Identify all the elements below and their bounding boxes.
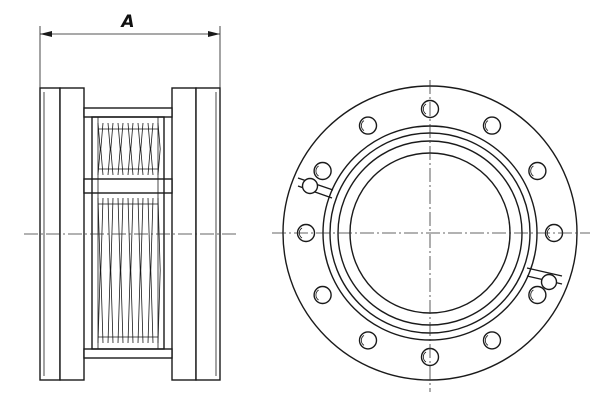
bolt-hole-5-shade (530, 289, 534, 301)
arrowhead-right (208, 31, 220, 37)
bellows-sleeve (91, 116, 165, 350)
bellows-upper-fold-7 (130, 122, 134, 176)
bellows-lower-fold-10 (147, 197, 151, 344)
side-view (272, 80, 590, 392)
bottom-guide-bar (83, 348, 173, 359)
bolt-hole-3-shade (530, 165, 534, 177)
bellows-upper-fold-9 (140, 122, 144, 176)
bolt-hole-2 (482, 116, 502, 135)
bellows-upper-fold-1 (100, 122, 104, 176)
front-view (24, 87, 236, 381)
bellows-lower-fold-5 (120, 197, 124, 344)
bellows-upper-fold-5 (120, 122, 124, 176)
bellows-upper-convolutions (97, 122, 161, 176)
bellows-upper-fold-10 (147, 122, 151, 176)
bolt-hole-3 (528, 161, 547, 181)
bolt-hole-2-shade (484, 120, 489, 131)
arrowhead-left (40, 31, 52, 37)
bolt-hole-9-shade (315, 289, 319, 301)
bellows-lower-fold-8 (137, 197, 141, 344)
bolt-hole-pattern (296, 99, 564, 367)
bellows-lower-fold-1 (100, 197, 104, 344)
bellows-upper-fold-11 (150, 122, 154, 176)
bolt-hole-1-shade (422, 103, 427, 115)
bolt-hole-11 (313, 161, 332, 181)
bolt-hole-12-shade (360, 120, 365, 131)
leak-check-port-1 (301, 177, 319, 195)
leak-groove-right-a (526, 267, 563, 277)
dimension-a: A (39, 12, 221, 88)
bellows-lower-fold-12 (157, 197, 161, 344)
bolt-hole-6-shade (484, 335, 489, 346)
bellows-upper-fold-3 (110, 122, 114, 176)
bellows-lower-fold-2 (107, 197, 111, 344)
top-guide-bar (83, 107, 173, 118)
bolt-hole-8-shade (360, 335, 365, 346)
bellows-upper-fold-6 (127, 122, 131, 176)
bolt-hole-8 (358, 331, 378, 350)
bolt-hole-6 (482, 331, 502, 350)
dimension-label: A (119, 12, 134, 32)
bellows-upper-fold-4 (117, 122, 121, 176)
bellows-upper-fold-0 (97, 122, 101, 176)
bellows-lower-convolutions (97, 197, 161, 344)
bellows-lower-fold-9 (140, 197, 144, 344)
bellows-lower-fold-3 (110, 197, 114, 344)
bellows-upper-fold-2 (107, 122, 111, 176)
bellows-upper-fold-12 (157, 122, 161, 176)
bellows-lower-fold-0 (97, 197, 101, 344)
bellows-lower-fold-6 (127, 197, 131, 344)
bolt-hole-12 (358, 116, 378, 135)
bolt-hole-7-shade (422, 351, 427, 363)
leak-check-port-2 (540, 273, 558, 291)
bolt-hole-11-shade (315, 165, 319, 177)
bellows-lower-fold-7 (130, 197, 134, 344)
middle-guide-ring (83, 178, 173, 194)
bellows-lower-fold-11 (150, 197, 154, 344)
bolt-hole-9 (313, 285, 332, 305)
bellows-upper-fold-8 (137, 122, 141, 176)
bolt-hole-5 (528, 285, 547, 305)
bellows-lower-fold-4 (117, 197, 121, 344)
